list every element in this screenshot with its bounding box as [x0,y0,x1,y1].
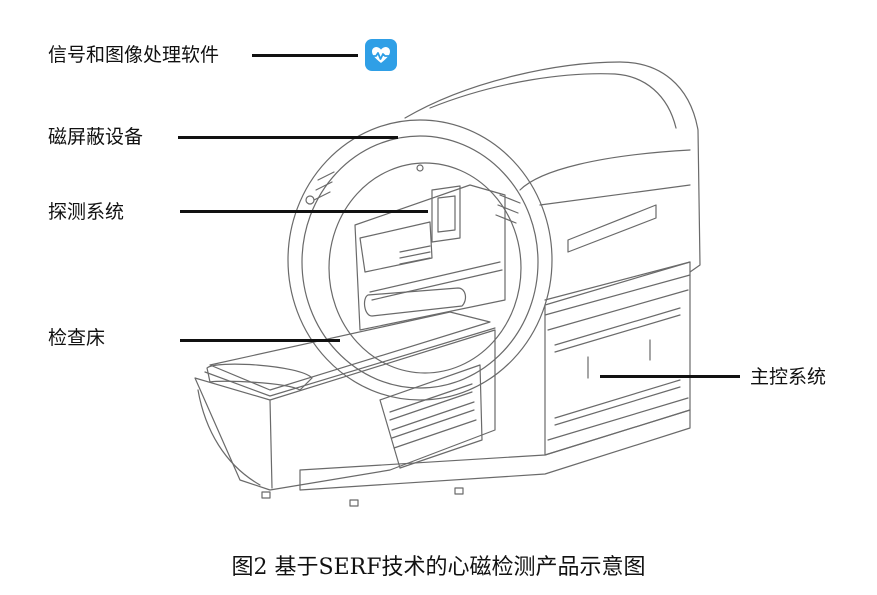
bed-seam [269,399,273,489]
ring-vent-right [495,194,521,224]
label-shield: 磁屏蔽设备 [48,126,144,148]
bed-vents [389,383,477,449]
shield-side-lines [544,261,691,316]
leader-line-shield [178,136,398,139]
base-plinth [299,409,691,491]
ring-sensor [416,164,424,172]
bore-grille [399,245,431,265]
shield-side-panel [519,149,691,206]
bore-probe-module [431,185,461,243]
bed-top-edge [204,327,496,397]
cabinet-body [544,261,691,456]
leader-line-bed [180,339,340,342]
leader-line-control [600,375,740,378]
bed-foot-rail [206,363,313,391]
label-probe: 探测系统 [48,201,125,223]
front-ring-mid [301,135,539,389]
heart-ecg-icon [365,39,397,71]
ring-vent-left [313,171,335,201]
bed-side-panel [379,364,483,469]
scanner-illustration [194,61,701,507]
cabinet-vents-top [554,307,681,353]
bed-pillow [363,287,467,317]
shield-hood [404,61,701,273]
cabinet-front-face [547,289,689,441]
shield-hood-top-edge [429,73,677,129]
label-bed: 检查床 [48,327,106,349]
leader-line-probe [180,210,428,213]
front-ring-outer [287,119,553,401]
base-feet [261,487,464,507]
leader-line-software [252,54,358,57]
bed-body-curve [197,389,261,486]
cabinet-vents-bottom [554,379,681,426]
label-control: 主控系统 [750,366,827,388]
label-software: 信号和图像处理软件 [48,44,220,66]
bore-shelf [359,221,433,273]
bed-body [194,329,496,491]
shield-side-slot [567,204,657,253]
bore-back-wall [354,184,506,331]
ring-knob [305,195,315,205]
bore-rail [369,261,503,301]
front-ring-inner [328,162,522,374]
bore-probe-inner [437,195,456,233]
figure-caption: 图2 基于SERF技术的心磁检测产品示意图 [231,555,646,580]
